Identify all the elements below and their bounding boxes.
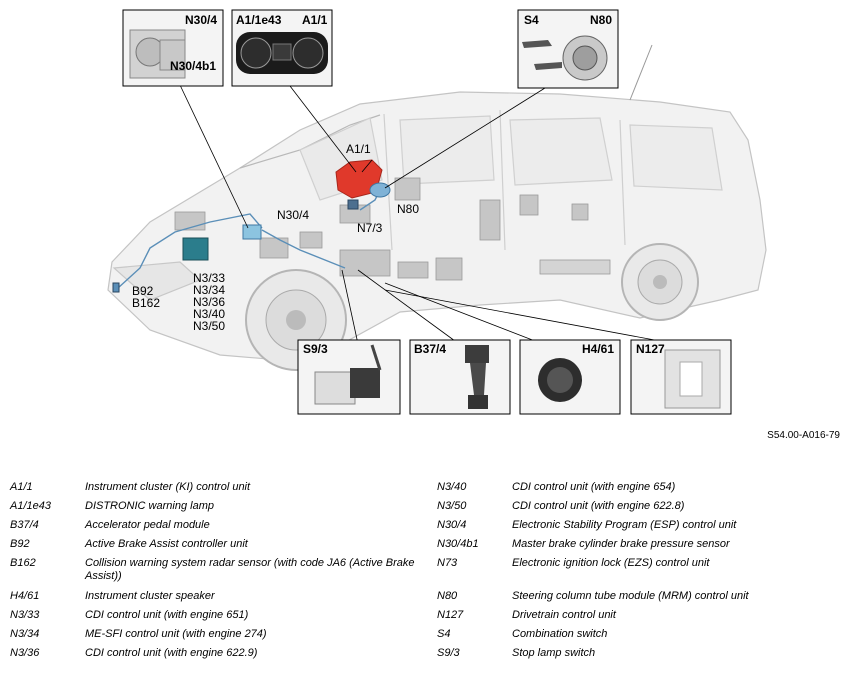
callout-n30-4: N30/4 — [277, 208, 309, 222]
inset-label-b37-4: B37/4 — [414, 342, 446, 356]
legend-description: Instrument cluster (KI) control unit — [85, 481, 251, 493]
legend-code: S4 — [437, 628, 451, 640]
inset-s9-3: S9/3 — [297, 339, 401, 415]
legend-row: N73 Electronic ignition lock (EZS) contro… — [437, 557, 837, 587]
legend-code: N127 — [437, 609, 464, 621]
legend-description: Drivetrain control unit — [512, 609, 616, 621]
legend-description: Electronic ignition lock (EZS) control u… — [512, 557, 710, 569]
legend-row: B162 Collision warning system radar senso… — [10, 557, 415, 587]
legend-row: A1/1e43 DISTRONIC warning lamp — [10, 500, 410, 530]
legend-code: B37/4 — [10, 519, 39, 531]
legend-code: N3/36 — [10, 647, 40, 659]
legend-code: A1/1 — [10, 481, 33, 493]
inset-h4-61: H4/61 — [519, 339, 621, 415]
inset-label-a1-1: A1/1 — [302, 13, 328, 27]
legend-description: CDI control unit (with engine 651) — [85, 609, 249, 621]
inset-b37-4: B37/4 — [409, 339, 511, 415]
n30-4-esp-unit-shape — [242, 224, 262, 240]
legend-code: N3/40 — [437, 481, 467, 493]
callout-n3-33: N3/33 — [193, 271, 225, 285]
legend-row: N30/4b1 Master brake cylinder brake press… — [437, 538, 837, 568]
legend-row: N80 Steering column tube module (MRM) con… — [437, 590, 837, 620]
inset-n30-4: N30/4 N30/4b1 — [122, 9, 224, 87]
inset-label-s4: S4 — [524, 13, 539, 27]
n3-engine-control-unit-shape — [182, 237, 209, 261]
legend-code: S9/3 — [437, 647, 460, 659]
legend-description: CDI control unit (with engine 622.9) — [85, 647, 258, 659]
legend-code: B92 — [10, 538, 30, 550]
inset-label-a1-1e43: A1/1e43 — [236, 13, 282, 27]
internal-components — [174, 177, 611, 281]
inset-label-n30-4b1: N30/4b1 — [170, 59, 216, 73]
legend-row: S4 Combination switch — [437, 628, 837, 658]
n80-steering-module-shape — [369, 182, 391, 198]
inset-label-s9-3: S9/3 — [303, 342, 328, 356]
legend-description: Electronic Stability Program (ESP) contr… — [512, 519, 737, 531]
leader-lines — [179, 84, 661, 345]
callout-n3-50: N3/50 — [193, 319, 225, 333]
callout-b162: B162 — [132, 296, 160, 310]
legend-description: DISTRONIC warning lamp — [85, 500, 214, 512]
legend-row: N3/36 CDI control unit (with engine 622.9… — [10, 647, 410, 677]
legend-description: Collision warning system radar sensor (w… — [85, 557, 415, 582]
legend-row: B92 Active Brake Assist controller unit — [10, 538, 410, 568]
legend-description: CDI control unit (with engine 622.8) — [512, 500, 685, 512]
legend-description: CDI control unit (with engine 654) — [512, 481, 676, 493]
legend-code: H4/61 — [10, 590, 40, 602]
callout-a1-1: A1/1 — [346, 142, 371, 156]
legend-row: N30/4 Electronic Stability Program (ESP) … — [437, 519, 837, 549]
legend-description: Master brake cylinder brake pressure sen… — [512, 538, 730, 550]
legend-code: A1/1e43 — [10, 500, 51, 512]
callout-n73: N7/3 — [357, 221, 383, 235]
legend-code: N3/34 — [10, 628, 40, 640]
legend-description: Combination switch — [512, 628, 608, 640]
inset-n127: N127 — [630, 339, 732, 415]
callout-n80: N80 — [397, 202, 419, 216]
legend-description: Instrument cluster speaker — [85, 590, 215, 602]
n73-ignition-lock-shape — [347, 199, 359, 210]
callout-n3-36: N3/36 — [193, 295, 225, 309]
legend-code: N30/4b1 — [437, 538, 479, 550]
legend-code: N3/33 — [10, 609, 40, 621]
legend-description: Stop lamp switch — [512, 647, 596, 659]
legend-row: N3/34 ME-SFI control unit (with engine 27… — [10, 628, 410, 658]
legend-description: Steering column tube module (MRM) contro… — [512, 590, 749, 602]
inset-s4-n80: S4 N80 — [517, 9, 619, 89]
legend-code: N30/4 — [437, 519, 467, 531]
inset-label-n30-4: N30/4 — [185, 13, 217, 27]
legend-row: H4/61 Instrument cluster speaker — [10, 590, 410, 620]
legend-row: S9/3 Stop lamp switch — [437, 647, 837, 677]
inset-label-n127: N127 — [636, 342, 665, 356]
callout-b92: B92 — [132, 284, 154, 298]
legend-code: N3/50 — [437, 500, 467, 512]
legend-row: N3/40 CDI control unit (with engine 654) — [437, 481, 837, 511]
legend-row: A1/1 Instrument cluster (KI) control unit — [10, 481, 410, 511]
legend-code: N80 — [437, 590, 458, 602]
inset-label-h4-61: H4/61 — [582, 342, 614, 356]
legend-description: Accelerator pedal module — [85, 519, 210, 531]
b92-radar-shape — [112, 282, 120, 293]
legend-row: N127 Drivetrain control unit — [437, 609, 837, 639]
legend-description: ME-SFI control unit (with engine 274) — [85, 628, 267, 640]
legend-row: B37/4 Accelerator pedal module — [10, 519, 410, 549]
inset-label-n80: N80 — [590, 13, 612, 27]
vehicle-component-diagram: N30/4 N30/4b1 A1/1e43 A1/1 S4 N80 S9/3 B… — [107, 9, 767, 415]
callout-n3-40: N3/40 — [193, 307, 225, 321]
callout-n3-34: N3/34 — [193, 283, 225, 297]
callout-labels: A1/1 N80 N30/4 N7/3 N3/33 N3/34 N3/36 N3… — [132, 142, 419, 333]
legend-row: N3/50 CDI control unit (with engine 622.8… — [437, 500, 837, 530]
inset-a1-1: A1/1e43 A1/1 — [231, 9, 333, 87]
legend-code: N73 — [437, 557, 458, 569]
figure-id: S54.00-A016-79 — [767, 430, 840, 441]
legend-code: B162 — [10, 557, 36, 569]
legend-row: N3/33 CDI control unit (with engine 651) — [10, 609, 410, 639]
legend-description: Active Brake Assist controller unit — [85, 538, 248, 550]
